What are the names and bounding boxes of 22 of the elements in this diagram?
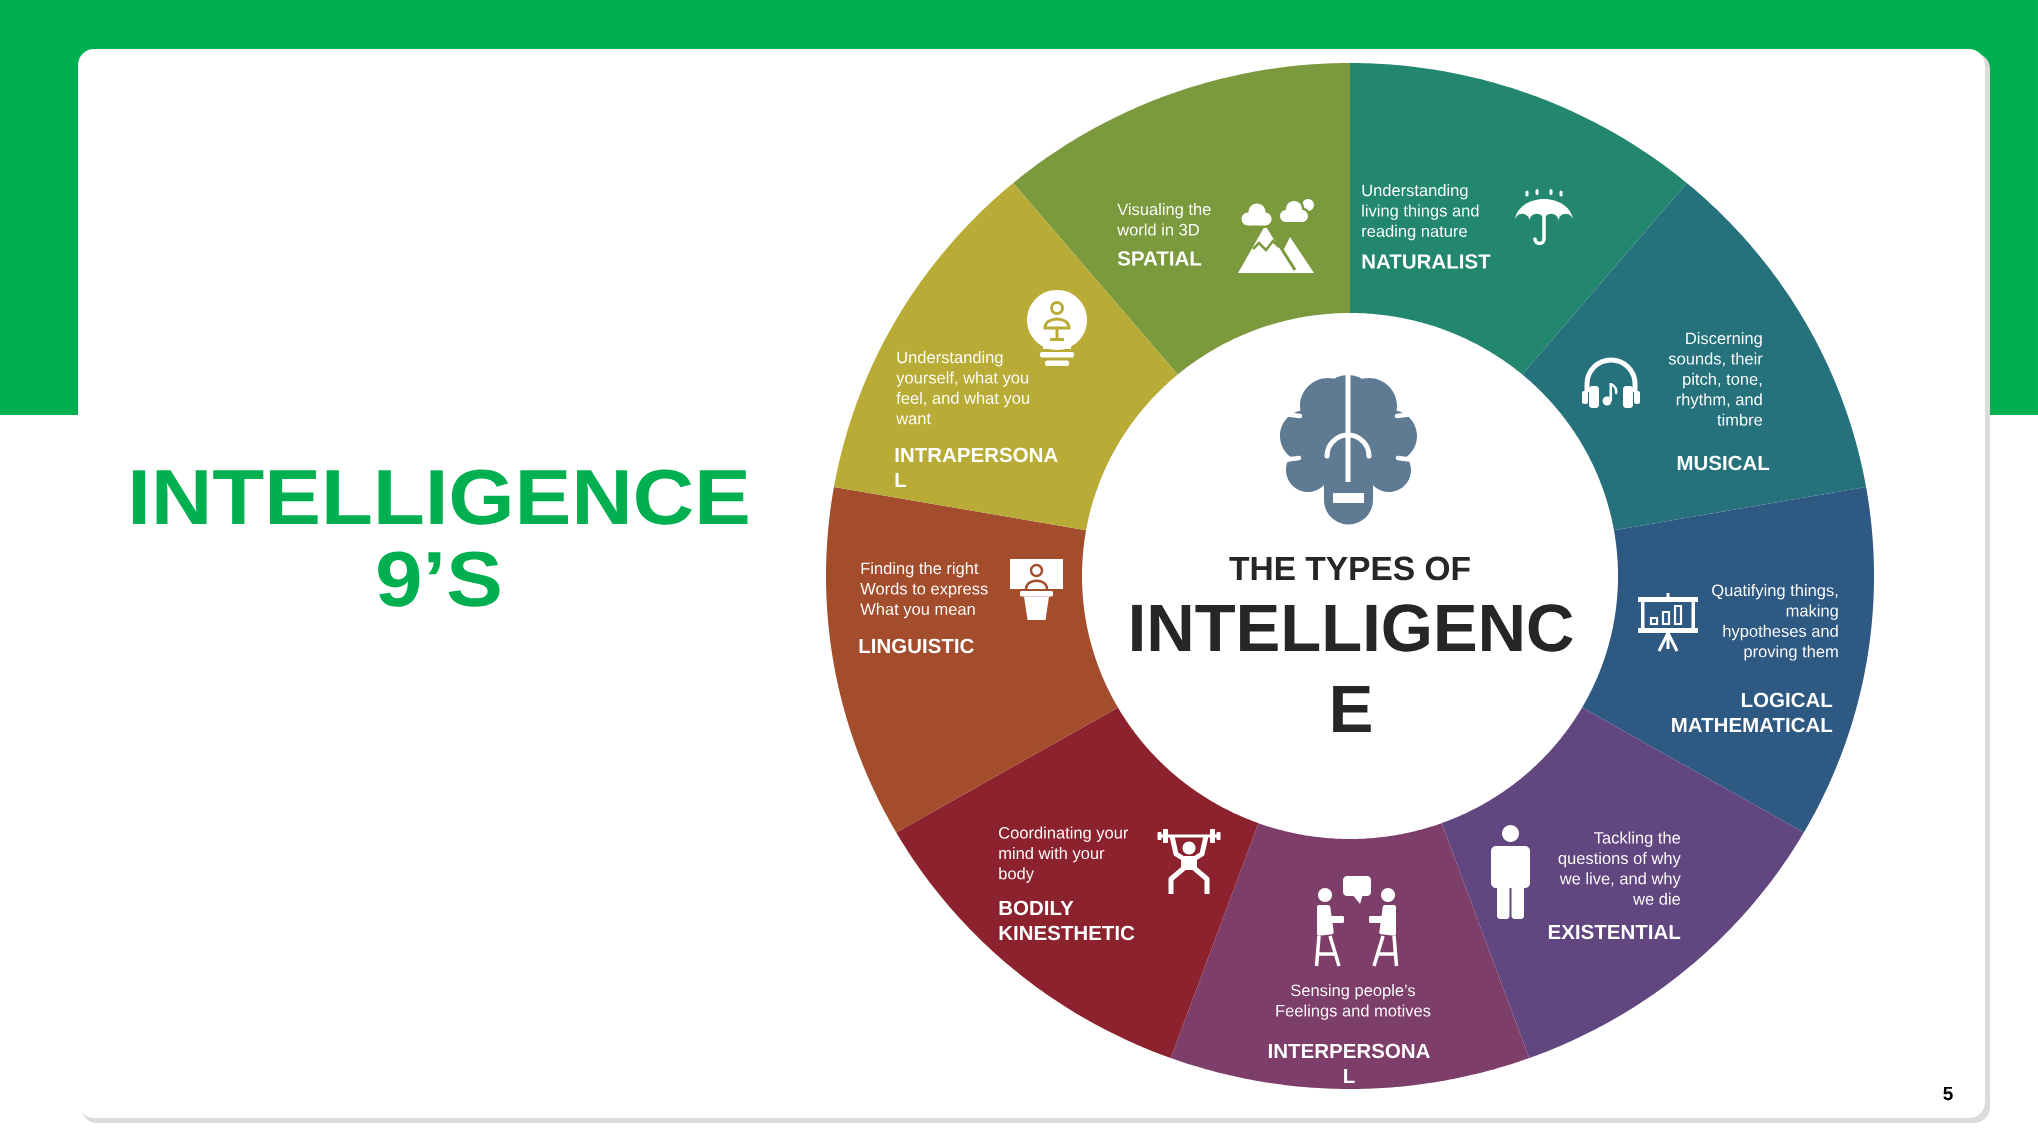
description-text: Coordinating your mind with your body	[999, 826, 1129, 883]
description-text: Quatifying things, making hypotheses and proving them	[1712, 584, 1838, 661]
description-text: Understanding yourself, what you feel, and what you want	[896, 351, 1029, 425]
description-text: Tackling the questions of why we live, and why we die	[1558, 831, 1681, 905]
segment-title: SPATIAL	[1117, 251, 1202, 266]
segment-title: EXISTENTIAL	[1548, 924, 1681, 940]
segment-title: MUSICAL	[1677, 455, 1770, 471]
segment-title: LINGUISTIC	[859, 638, 974, 654]
description-text: Finding the right Words to express What you mean	[860, 562, 988, 619]
description-text: Understanding living things and reading nature	[1362, 184, 1479, 241]
segment-title: INTRAPERSONA L	[895, 447, 1058, 487]
heading-text: INTELLIGENC E	[1132, 604, 1573, 732]
segment-title: BODILY KINESTHETIC	[999, 900, 1135, 941]
slide-title: INTELLIGENCE 9’S	[132, 469, 748, 607]
description-text: Visualing the world in 3D	[1117, 203, 1211, 236]
segment-title: INTERPERSONA L	[1268, 1043, 1430, 1083]
description-text: Discerning sounds, their pitch, tone, rhythm, and timbre	[1668, 332, 1763, 426]
segment-title: LOGICAL MATHEMATICAL	[1672, 692, 1833, 733]
description-text: Sensing people’s Feelings and motives	[1276, 984, 1431, 1020]
subheading-text: THE TYPES OF	[1229, 556, 1470, 581]
page-number: 5	[1943, 1086, 1953, 1101]
segment-title: NATURALIST	[1362, 254, 1491, 269]
